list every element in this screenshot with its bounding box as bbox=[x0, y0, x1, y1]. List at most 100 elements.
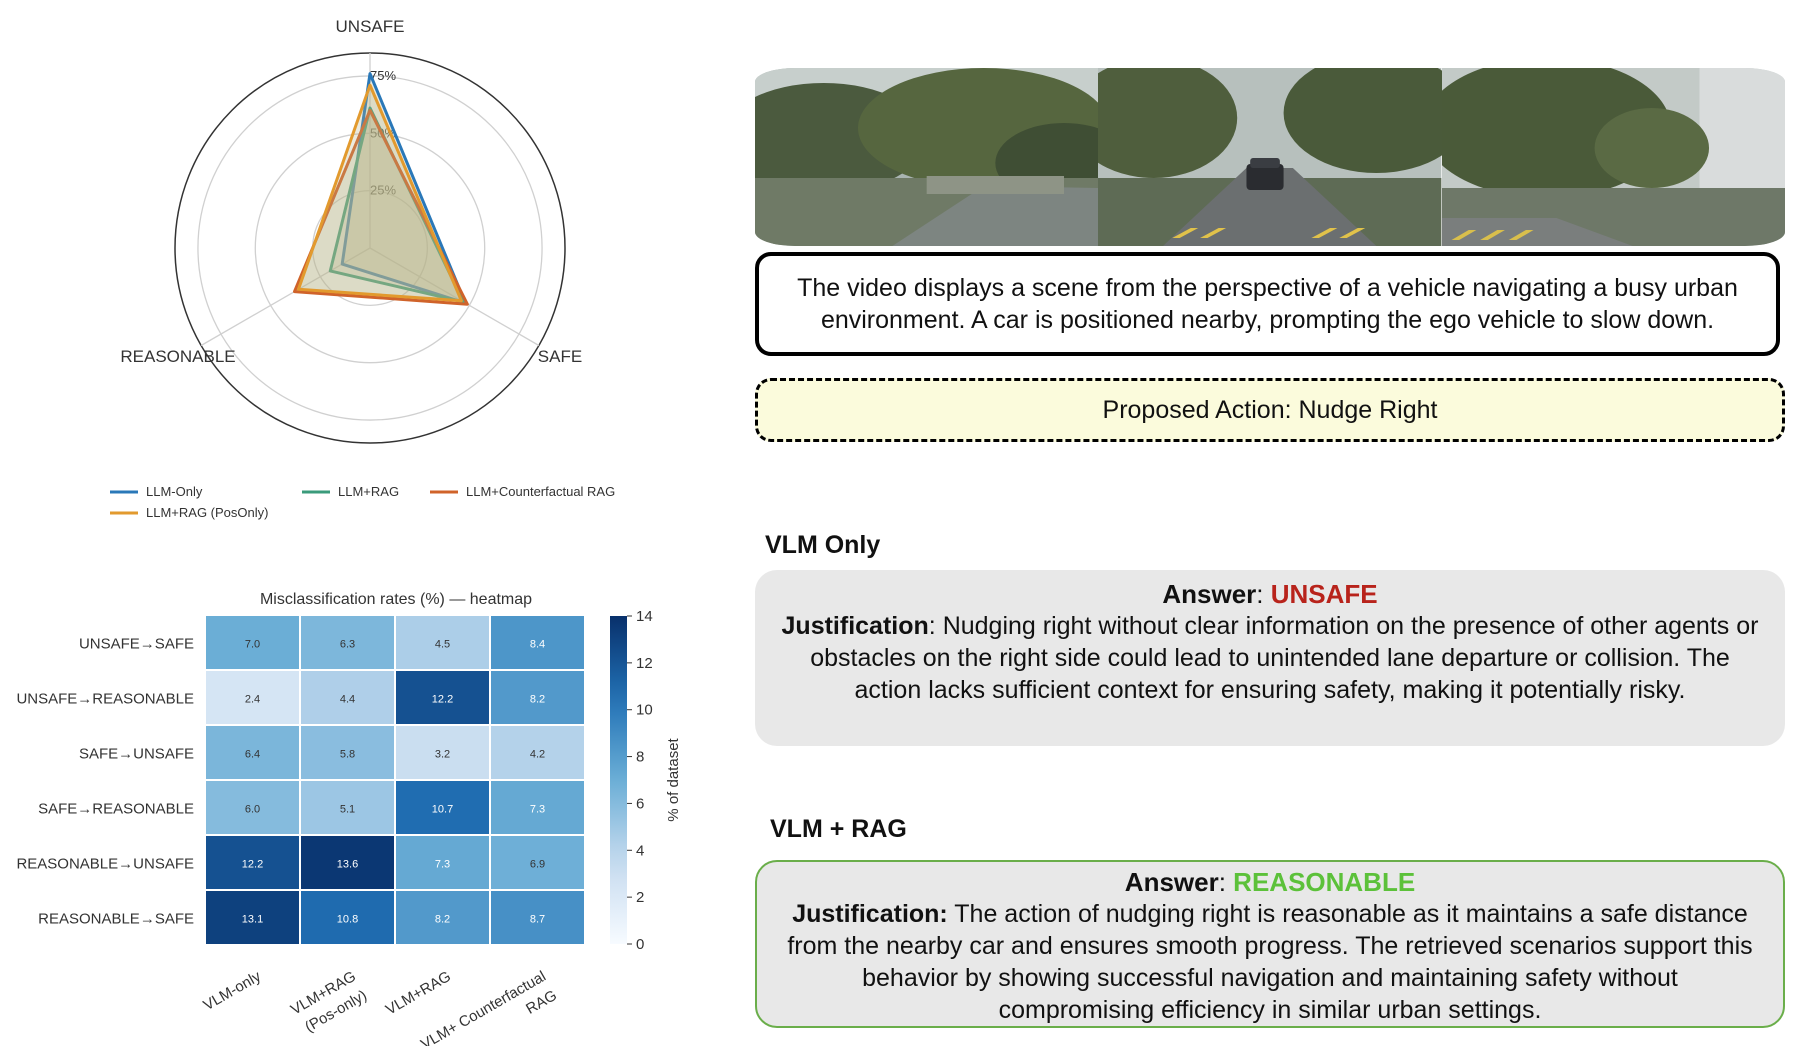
heatmap-cell bbox=[301, 616, 394, 669]
heatmap-cell bbox=[301, 781, 394, 834]
colorbar-tick-label: 10 bbox=[636, 702, 653, 719]
heatmap-row-label: UNSAFE→REASONABLE bbox=[16, 691, 194, 708]
heatmap-cell bbox=[491, 726, 584, 779]
legend-label: LLM+Counterfactual RAG bbox=[466, 484, 615, 499]
heatmap-title: Misclassification rates (%) — heatmap bbox=[260, 591, 532, 608]
heatmap-cell-value: 8.2 bbox=[435, 914, 450, 926]
heatmap-row-label: SAFE→UNSAFE bbox=[79, 746, 194, 763]
radar-axis-label: UNSAFE bbox=[336, 17, 405, 36]
radar-series-llm-rag-posonly- bbox=[296, 83, 463, 303]
justification-label: Justification: bbox=[792, 900, 948, 928]
proposed-action: Proposed Action: Nudge Right bbox=[1102, 395, 1438, 424]
heatmap-cell bbox=[396, 891, 489, 944]
heatmap-cell bbox=[206, 616, 299, 669]
heatmap-cell-value: 5.1 bbox=[340, 804, 355, 816]
heatmap-cell bbox=[491, 616, 584, 669]
heatmap-cell-value: 6.3 bbox=[340, 639, 355, 651]
colorbar-tick-label: 14 bbox=[636, 608, 653, 625]
heatmap-cell bbox=[396, 726, 489, 779]
answer-label: Answer bbox=[1124, 867, 1219, 897]
heatmap-cell bbox=[206, 836, 299, 889]
misclassification-heatmap: Misclassification rates (%) — heatmapUNS… bbox=[16, 591, 682, 1046]
heatmap-cell bbox=[206, 726, 299, 779]
vlm-rag-answer-line: Answer: REASONABLE bbox=[1124, 867, 1416, 897]
heatmap-cell-value: 6.4 bbox=[245, 749, 260, 761]
colorbar-label: % of dataset bbox=[665, 737, 682, 821]
colorbar-tick-label: 12 bbox=[636, 655, 653, 672]
colorbar-label-group: % of dataset bbox=[665, 737, 682, 821]
heatmap-cell-value: 7.3 bbox=[435, 859, 450, 871]
heatmap-cell-value: 7.0 bbox=[245, 639, 260, 651]
heatmap-cell-value: 12.2 bbox=[432, 694, 453, 706]
heatmap-cell-value: 3.2 bbox=[435, 749, 450, 761]
vlm-rag-justification: Justification: The action of nudging rig… bbox=[783, 898, 1757, 1026]
heatmap-cell-value: 4.4 bbox=[340, 694, 355, 706]
heatmap-cell-value: 4.2 bbox=[530, 749, 545, 761]
video-frame-left bbox=[755, 68, 1099, 246]
scene-description: The video displays a scene from the pers… bbox=[797, 274, 1738, 334]
heatmap-cell bbox=[206, 781, 299, 834]
heatmap-column-label-line: VLM+RAG bbox=[383, 968, 454, 1019]
proposed-action-box: Proposed Action: Nudge Right bbox=[755, 378, 1785, 442]
heatmap-cell-value: 5.8 bbox=[340, 749, 355, 761]
heatmap-cell-value: 8.2 bbox=[530, 694, 545, 706]
radar-axis-label: REASONABLE bbox=[120, 347, 235, 366]
vlm-rag-title: VLM + RAG bbox=[770, 815, 907, 843]
heatmap-cell-value: 4.5 bbox=[435, 639, 450, 651]
heatmap-cell-value: 12.2 bbox=[242, 859, 263, 871]
justification-text: Nudging right without clear information … bbox=[810, 612, 1759, 704]
heatmap-cell-value: 6.0 bbox=[245, 804, 260, 816]
heatmap-cell-value: 10.7 bbox=[432, 804, 453, 816]
justification-label: Justification bbox=[781, 612, 929, 640]
heatmap-row-label: REASONABLE→UNSAFE bbox=[16, 856, 194, 873]
vlm-only-answer-line: Answer: UNSAFE bbox=[1162, 579, 1378, 609]
vlm-only-title: VLM Only bbox=[765, 531, 881, 559]
heatmap-cell bbox=[396, 836, 489, 889]
colorbar bbox=[610, 616, 627, 944]
colorbar-tick-label: 2 bbox=[636, 889, 644, 906]
vlm-only-justification: Justification: Nudging right without cle… bbox=[781, 612, 1759, 704]
answer-value-unsafe: UNSAFE bbox=[1270, 579, 1378, 609]
heatmap-cell-value: 8.7 bbox=[530, 914, 545, 926]
vlm-only-answer-box: Answer: UNSAFE Justification: Nudging ri… bbox=[755, 570, 1785, 746]
heatmap-cell bbox=[301, 891, 394, 944]
radar-axis-label: SAFE bbox=[538, 347, 582, 366]
video-frame-right bbox=[1441, 68, 1785, 246]
heatmap-cell-value: 13.1 bbox=[242, 914, 263, 926]
heatmap-cell bbox=[301, 671, 394, 724]
heatmap-cell bbox=[396, 671, 489, 724]
heatmap-cell-value: 6.9 bbox=[530, 859, 545, 871]
legend-label: LLM+RAG bbox=[338, 484, 399, 499]
vlm-rag-answer-box: Answer: REASONABLE Justification: The ac… bbox=[755, 860, 1785, 1028]
heatmap-cell bbox=[396, 781, 489, 834]
heatmap-row-label: REASONABLE→SAFE bbox=[38, 911, 194, 928]
colorbar-tick-label: 0 bbox=[636, 936, 644, 953]
heatmap-row-label: UNSAFE→SAFE bbox=[79, 636, 194, 653]
answer-value-reasonable: REASONABLE bbox=[1233, 867, 1416, 897]
heatmap-cell bbox=[491, 781, 584, 834]
heatmap-cell bbox=[301, 836, 394, 889]
heatmap-column-label: VLM-only bbox=[200, 968, 264, 1015]
justification-text: The action of nudging right is reasonabl… bbox=[787, 900, 1753, 1024]
heatmap-column-label: VLM+RAG(Pos-only) bbox=[288, 968, 370, 1036]
heatmap-cell-value: 2.4 bbox=[245, 694, 260, 706]
heatmap-cell-value: 8.4 bbox=[530, 639, 545, 651]
answer-label: Answer bbox=[1162, 579, 1257, 609]
radar-spoke bbox=[369, 247, 540, 347]
heatmap-row-label: SAFE→REASONABLE bbox=[38, 801, 194, 818]
radar-ring-label: 75% bbox=[370, 68, 396, 83]
heatmap-cell bbox=[491, 671, 584, 724]
heatmap-column-label-line: VLM-only bbox=[200, 968, 264, 1015]
legend-label: LLM-Only bbox=[146, 484, 203, 499]
video-frame-center bbox=[1098, 68, 1442, 246]
radar-series-llm-counterfactual-rag bbox=[293, 108, 469, 306]
heatmap-cell-value: 13.6 bbox=[337, 859, 358, 871]
heatmap-cell bbox=[491, 891, 584, 944]
heatmap-cell bbox=[396, 616, 489, 669]
colorbar-tick-label: 8 bbox=[636, 749, 644, 766]
heatmap-cell bbox=[301, 726, 394, 779]
colorbar-tick-label: 6 bbox=[636, 795, 644, 812]
